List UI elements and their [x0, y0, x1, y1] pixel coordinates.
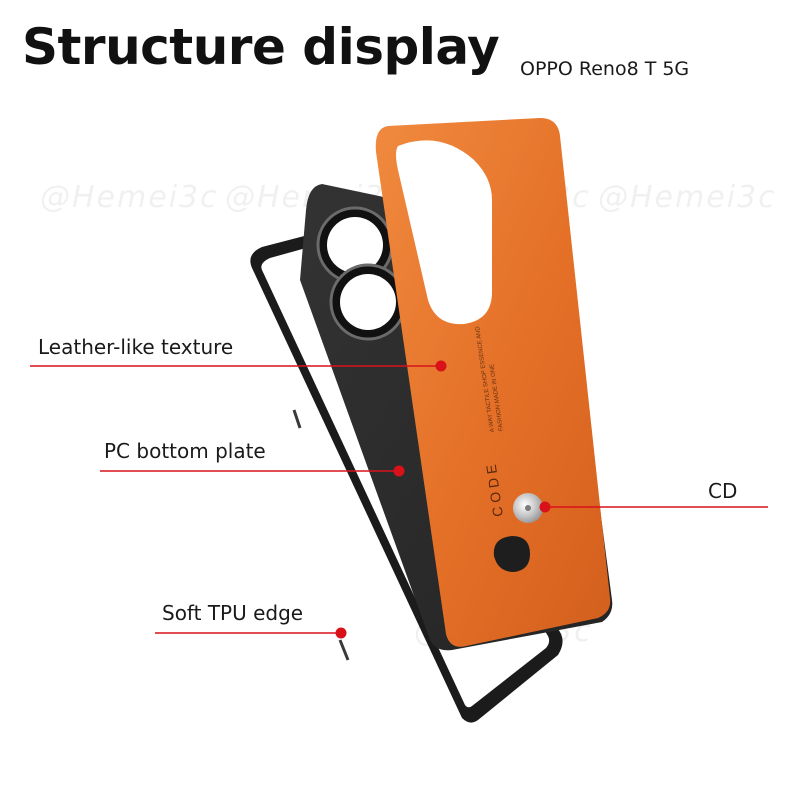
- callout-tpu-edge: [155, 627, 347, 639]
- case-brand-print: CODE: [482, 460, 506, 518]
- callout-label-cd: CD: [708, 479, 738, 503]
- callout-dot: [393, 465, 405, 477]
- leather-back-cover: CODE A WAY TACTILE SHOP ESSENCE AND FASH…: [375, 118, 611, 647]
- watermark-text: @Hemei3c: [40, 180, 219, 215]
- callout-pc-plate: [100, 465, 405, 477]
- callout-dot: [335, 627, 347, 639]
- callout-label-pc-plate: PC bottom plate: [104, 439, 266, 463]
- callout-label-tpu-edge: Soft TPU edge: [162, 601, 304, 625]
- watermark-text: @Hemei3c: [598, 180, 777, 215]
- callout-leather: [30, 360, 447, 372]
- callout-label-leather: Leather-like texture: [38, 335, 234, 359]
- callout-cd: [539, 501, 768, 513]
- callout-dot: [435, 360, 447, 372]
- model-name: OPPO Reno8 T 5G: [520, 58, 690, 80]
- page-title: Structure display: [22, 18, 500, 76]
- callout-dot: [539, 501, 551, 513]
